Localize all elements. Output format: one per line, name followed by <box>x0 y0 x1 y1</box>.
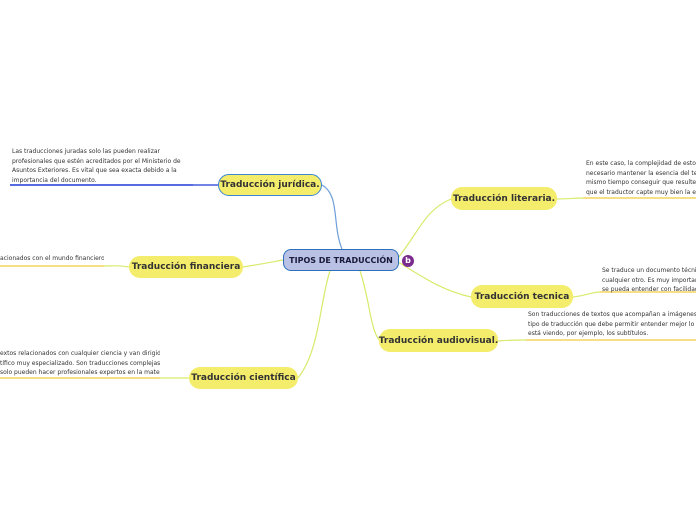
badge-icon[interactable]: b <box>402 255 414 267</box>
note-line: cualquier otro. Es muy importante <box>602 276 696 284</box>
connector-juridica <box>321 184 343 250</box>
note-line: Se traduce un documento técnico, <box>602 267 696 274</box>
connector-financiera <box>242 259 284 268</box>
branch-audiovisual-label: Traducción audiovisual. <box>378 335 499 346</box>
note-tecnica: Se traduce un documento técnico, cualqui… <box>602 266 696 295</box>
note-link-audiovisual <box>497 339 527 342</box>
branch-literaria[interactable]: Traducción literaria. <box>451 187 557 210</box>
note-line: extos relacionados con cualquier ciencia… <box>0 350 160 357</box>
branch-tecnica[interactable]: Traducción tecnica <box>471 285 573 308</box>
note-line: tipo de traducción que debe permitir ent… <box>528 320 696 328</box>
note-line: solo pueden hacer profesionales expertos… <box>0 369 160 377</box>
note-cientifica: extos relacionados con cualquier ciencia… <box>0 349 160 378</box>
connector-audiovisual <box>359 270 381 342</box>
branch-financiera[interactable]: Traducción financiera <box>129 256 243 278</box>
note-link-tecnica <box>572 291 601 298</box>
branch-juridica-label: Traducción jurídica. <box>220 180 320 190</box>
note-juridica: Las traducciones juradas solo las pueden… <box>12 147 192 185</box>
branch-tecnica-label: Traducción tecnica <box>474 291 570 302</box>
central-topic-label: TIPOS DE TRADUCCIÓN <box>289 255 393 265</box>
note-line: importancia del documento. <box>12 176 97 184</box>
connector-cientifica <box>297 270 331 379</box>
note-line: se pueda entender con facilidad. <box>602 286 696 294</box>
note-line: Son traducciones de textos que acompañan… <box>528 311 696 318</box>
branch-cientifica[interactable]: Traducción científica <box>189 367 298 389</box>
branch-audiovisual[interactable]: Traducción audiovisual. <box>379 329 498 352</box>
branch-cientifica-label: Traducción científica <box>191 373 296 383</box>
branch-literaria-label: Traducción literaria. <box>452 193 556 204</box>
note-line: acionados con el mundo financiero. <box>0 255 104 262</box>
central-topic[interactable]: TIPOS DE TRADUCCIÓN <box>283 249 399 271</box>
note-audiovisual: Son traducciones de textos que acompañan… <box>528 310 696 339</box>
branch-juridica[interactable]: Traducción jurídica. <box>218 174 322 196</box>
connector-tecnica <box>397 261 472 298</box>
note-link-financiera <box>103 265 130 268</box>
note-line: Asuntos Exteriores. Es vital que sea exa… <box>12 167 177 175</box>
note-line: mismo tiempo conseguir que resulte atr <box>586 179 696 187</box>
note-line: que el traductor capte muy bien la esen <box>586 188 696 196</box>
note-line: está viendo, por ejemplo, los subtítulos… <box>528 330 649 338</box>
note-line: En este caso, la complejidad de estos tr <box>586 160 696 167</box>
note-line: tífico muy especializado. Son traduccion… <box>0 359 160 367</box>
note-line: profesionales que estén acreditados por … <box>12 157 181 165</box>
connector-literaria <box>397 198 452 259</box>
note-line: necesario mantener la esencia del texto <box>586 169 696 177</box>
note-literaria: En este caso, la complejidad de estos tr… <box>586 159 696 197</box>
note-financiera: acionados con el mundo financiero. <box>0 254 104 264</box>
note-line: Las traducciones juradas solo las pueden… <box>12 148 161 155</box>
branch-financiera-label: Traducción financiera <box>131 262 241 272</box>
note-link-literaria <box>556 197 584 200</box>
